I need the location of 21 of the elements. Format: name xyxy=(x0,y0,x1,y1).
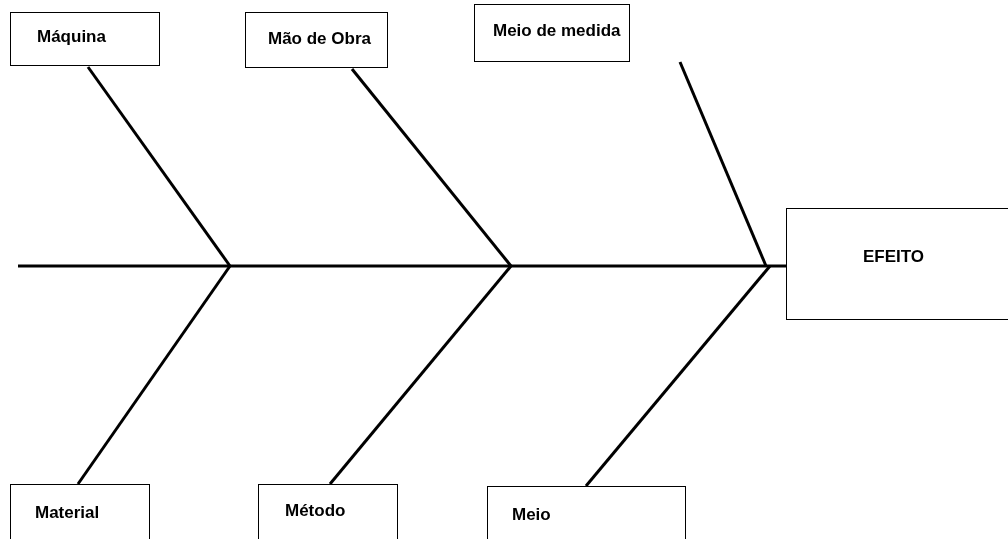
effect-label: EFEITO xyxy=(863,247,925,267)
category-label: Mão de Obra xyxy=(268,29,371,49)
category-label: Máquina xyxy=(37,27,106,47)
cause-category-box xyxy=(474,4,630,62)
category-label: Meio xyxy=(512,505,551,525)
effect-box xyxy=(786,208,1008,320)
category-label: Material xyxy=(35,503,100,523)
cause-category-box xyxy=(10,12,160,66)
fishbone-branch-line xyxy=(328,265,513,485)
fishbone-branch-line xyxy=(350,68,513,267)
cause-category-box xyxy=(487,486,686,539)
fishbone-branch-line xyxy=(86,66,232,267)
fishbone-spine-line xyxy=(18,264,786,268)
cause-category-box xyxy=(245,12,388,68)
fishbone-branch-line xyxy=(76,265,232,485)
category-label: Método xyxy=(285,501,346,521)
cause-category-box xyxy=(10,484,150,539)
category-label: Meio de medida xyxy=(493,21,621,41)
cause-category-box xyxy=(258,484,398,539)
fishbone-branch-line xyxy=(584,265,772,487)
fishbone-branch-line xyxy=(678,61,768,267)
